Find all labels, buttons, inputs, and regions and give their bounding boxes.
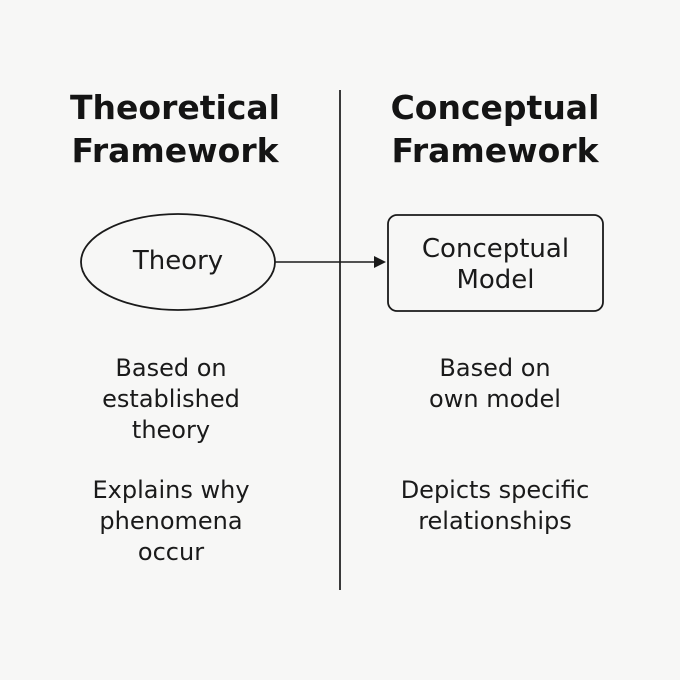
conceptual-description-basis: Based on own model [429,354,561,413]
conceptual-model-box [387,214,604,312]
theoretical-description-purpose: Explains why phenomena occur [92,476,250,566]
conceptual-model-node-label: Conceptual Model [421,234,570,295]
column-divider [339,90,341,590]
conceptual-description-purpose: Depicts specific relationships [400,476,590,535]
theory-node-label: Theory [132,246,224,276]
conceptual-framework-heading: Conceptual Framework [390,88,600,170]
theoretical-description-basis: Based on established theory [102,354,240,444]
theoretical-framework-heading: Theoretical Framework [70,88,280,170]
